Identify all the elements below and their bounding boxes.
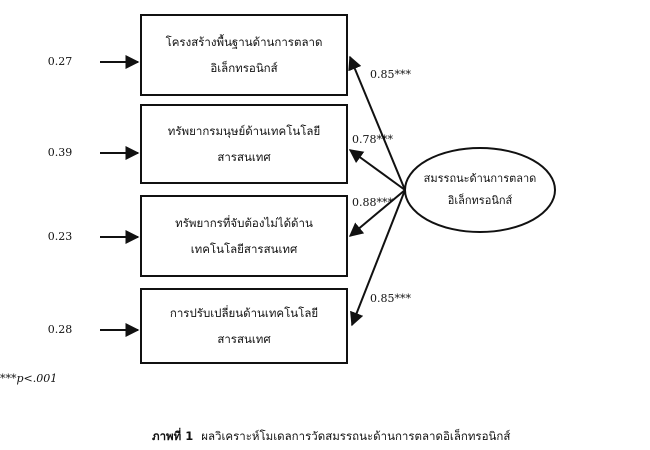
significance-note: ***p<.001 <box>0 372 58 385</box>
error-value-4: 0.28 <box>47 323 73 336</box>
latent-label: อิเล็กทรอนิกส์ <box>447 194 513 207</box>
latent-label: สมรรถนะด้านการตลาด <box>423 172 537 185</box>
error-value-2: 0.39 <box>47 146 73 159</box>
indicator-label: ทรัพยากรมนุษย์ด้านเทคโนโลยี <box>167 124 321 138</box>
error-value-1: 0.27 <box>47 55 73 68</box>
loading-arrow-1 <box>348 55 406 191</box>
indicator-label: ทรัพยากรที่จับต้องไม่ได้ด้าน <box>175 216 313 230</box>
loading-arrow-3 <box>348 189 406 237</box>
error-value-3: 0.23 <box>47 230 73 243</box>
indicator-box-1: โครงสร้างพื้นฐานด้านการตลาด อิเล็กทรอนิก… <box>140 14 348 96</box>
indicator-box-2: ทรัพยากรมนุษย์ด้านเทคโนโลยี สารสนเทศ <box>140 104 348 184</box>
indicator-label: การปรับเปลี่ยนด้านเทคโนโลยี <box>169 306 319 320</box>
indicator-box-4: การปรับเปลี่ยนด้านเทคโนโลยี สารสนเทศ <box>140 288 348 364</box>
loading-value-4: 0.85*** <box>370 292 411 305</box>
indicator-box-3: ทรัพยากรที่จับต้องไม่ได้ด้าน เทคโนโลยีสา… <box>140 195 348 277</box>
caption-label: ภาพที่ 1 <box>152 429 194 443</box>
loading-arrow-4 <box>350 189 406 327</box>
indicator-label: สารสนเทศ <box>217 150 271 164</box>
indicator-label: โครงสร้างพื้นฐานด้านการตลาด <box>165 35 323 49</box>
latent-variable: สมรรถนะด้านการตลาด อิเล็กทรอนิกส์ <box>405 148 555 232</box>
indicator-label: สารสนเทศ <box>217 332 271 346</box>
indicator-label: อิเล็กทรอนิกส์ <box>210 61 278 75</box>
loading-arrow-2 <box>348 149 406 191</box>
loading-value-2: 0.78*** <box>352 133 393 146</box>
figure-caption: ภาพที่ 1 ผลวิเคราะห์โมเดลการวัดสมรรถนะด้า… <box>152 428 510 446</box>
loading-value-3: 0.88*** <box>352 196 393 209</box>
indicator-label: เทคโนโลยีสารสนเทศ <box>190 242 298 256</box>
loading-value-1: 0.85*** <box>370 68 411 81</box>
caption-text: ผลวิเคราะห์โมเดลการวัดสมรรถนะด้านการตลาด… <box>201 429 511 443</box>
